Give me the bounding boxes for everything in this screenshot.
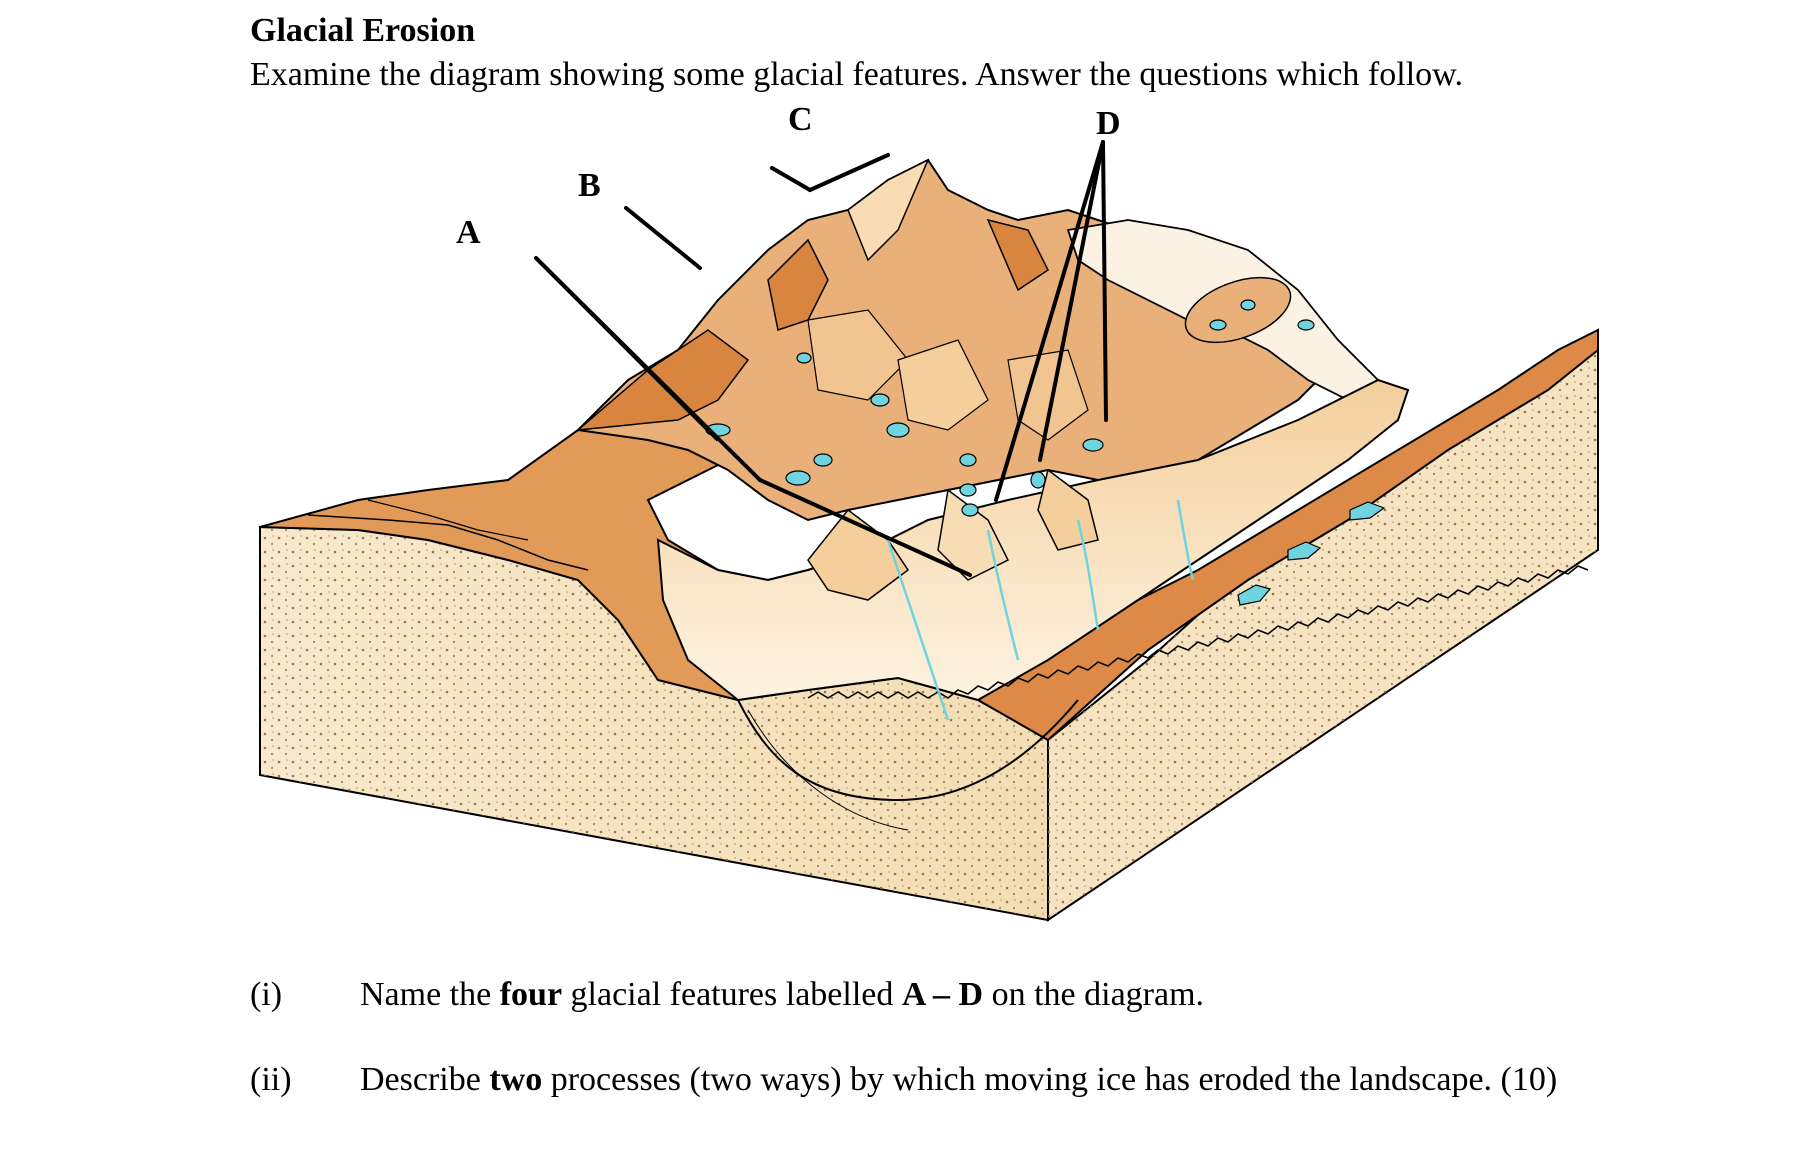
glacial-landscape-diagram: A B C D	[259, 101, 1599, 922]
label-d: D	[1096, 105, 1121, 142]
question-2-number: (ii)	[250, 1061, 292, 1098]
label-b: B	[578, 167, 601, 204]
label-c: C	[788, 101, 813, 138]
tarns	[705, 299, 1315, 517]
question-1-number: (i)	[250, 976, 283, 1013]
ribbon-lakes	[1237, 501, 1386, 606]
right-ridge	[935, 328, 1599, 742]
instructions-text: Examine the diagram showing some glacial…	[250, 56, 1463, 93]
question-2-text: Describe two processes (two ways) by whi…	[360, 1061, 1558, 1098]
meltwater-streams	[886, 499, 1195, 721]
page-title: Glacial Erosion	[250, 12, 476, 49]
question-1-text: Name the four glacial features labelled …	[360, 976, 1205, 1013]
label-a: A	[456, 214, 481, 251]
